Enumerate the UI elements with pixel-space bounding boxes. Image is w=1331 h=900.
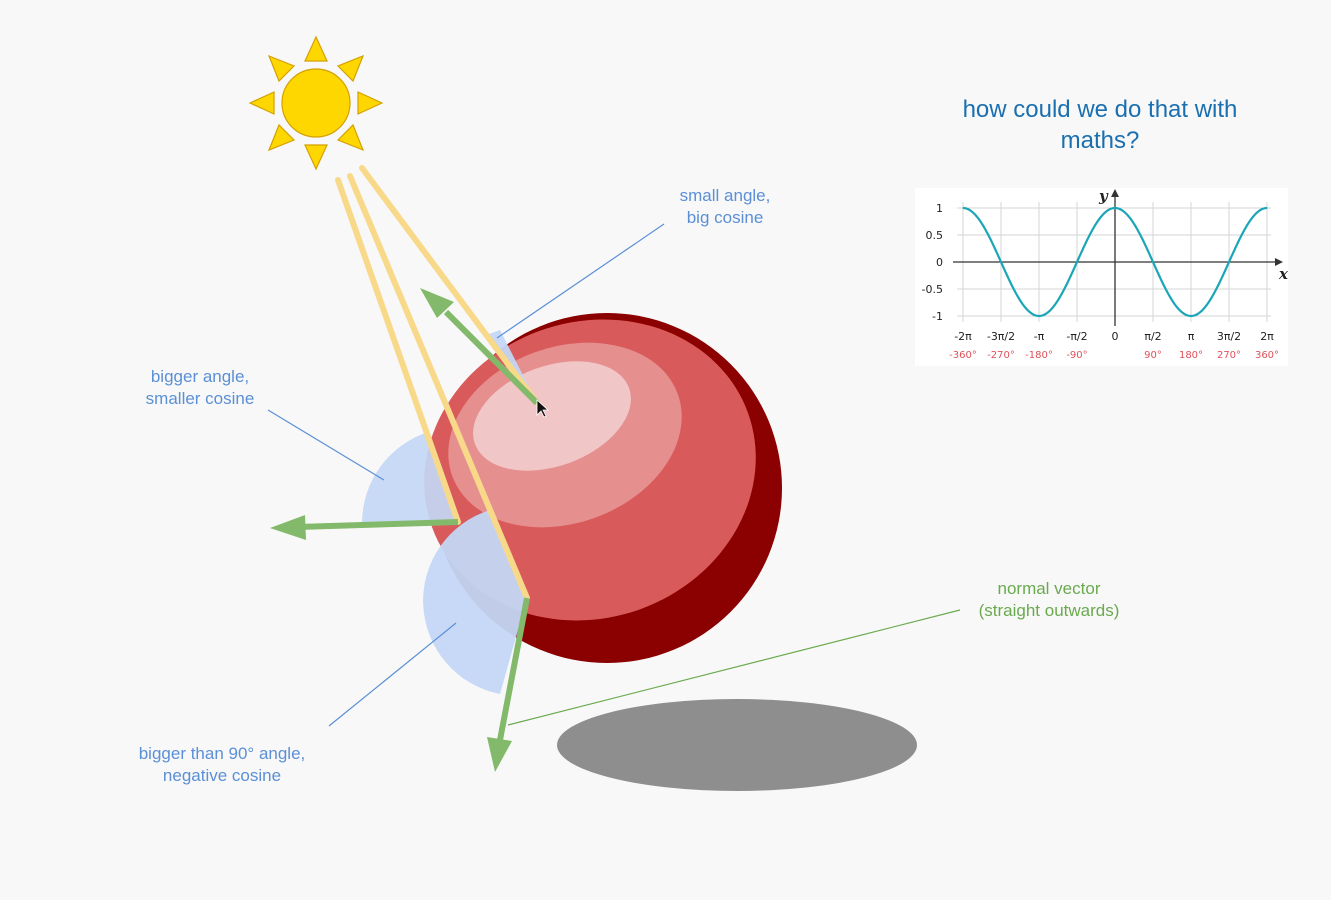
x-tick-label: 2π: [1260, 330, 1274, 343]
normal-arrowhead: [420, 288, 454, 318]
curve-point: [1133, 223, 1135, 225]
x-tick-degree-label: 180°: [1179, 350, 1203, 361]
x-tick-degree-label: 270°: [1217, 350, 1241, 361]
chart-points: [962, 207, 1268, 317]
light-rays: [335, 165, 540, 601]
x-tick-degree-label: -360°: [949, 350, 977, 361]
curve-point: [1171, 299, 1173, 301]
y-tick-label: 1: [936, 202, 943, 215]
curve-point: [1114, 207, 1116, 209]
x-axis-label: x: [1278, 265, 1288, 283]
curve-point: [1190, 315, 1192, 317]
light-ray: [347, 173, 530, 601]
x-tick-label: -π/2: [1066, 330, 1087, 343]
curve-point: [1266, 207, 1268, 209]
label-bigger-angle: bigger angle,smaller cosine: [145, 367, 255, 408]
y-tick-label: -1: [932, 310, 943, 323]
x-tick-label: π: [1188, 330, 1195, 343]
y-axis-label: y: [1098, 188, 1109, 205]
curve-point: [1019, 299, 1021, 301]
label-normal-vector: normal vector(straight outwards): [978, 579, 1120, 620]
x-tick-label: -2π: [954, 330, 972, 343]
y-axis-arrow: [1111, 189, 1119, 197]
angle-wedge-negative: [423, 510, 527, 694]
normal-vectors: [270, 288, 540, 772]
x-tick-degree-label: -90°: [1066, 350, 1087, 361]
chart-ticks: 1 0.5 0 -0.5 -1 -2π -360° -3π/2 -270° -π -180° -π/2…: [922, 202, 1280, 361]
curve-point: [1038, 315, 1040, 317]
normal-arrowhead: [487, 737, 512, 772]
light-ray: [359, 165, 540, 406]
x-tick-label: -π: [1034, 330, 1045, 343]
x-tick-degree-label: -180°: [1025, 350, 1053, 361]
cosine-chart: xy 10.50-0.5-1-2π-360°-3π/2-270°-π-180°-…: [915, 188, 1288, 366]
light-ray: [335, 177, 461, 525]
normal-arrowhead: [270, 515, 306, 540]
curve-point: [981, 223, 983, 225]
chart-axes: xy: [953, 188, 1288, 326]
curve-point: [1247, 223, 1249, 225]
x-axis-arrow: [1275, 258, 1283, 266]
label-small-angle: small angle,big cosine: [679, 186, 771, 227]
curve-point: [1209, 299, 1211, 301]
x-tick-degree-label: 360°: [1255, 350, 1279, 361]
label-connectors: [267, 223, 961, 727]
curve-point: [1000, 261, 1002, 263]
curve-point: [962, 207, 964, 209]
sphere-shadow: [557, 699, 917, 791]
cursor-icon: [536, 399, 550, 418]
x-tick-label: π/2: [1144, 330, 1161, 343]
x-tick-label: 0: [1112, 330, 1119, 343]
y-tick-label: -0.5: [922, 283, 943, 296]
y-tick-label: 0: [936, 256, 943, 269]
x-tick-label: 3π/2: [1217, 330, 1241, 343]
curve-point: [1228, 261, 1230, 263]
y-tick-label: 0.5: [926, 229, 944, 242]
x-tick-degree-label: -270°: [987, 350, 1015, 361]
curve-point: [1057, 299, 1059, 301]
curve-point: [1076, 261, 1078, 263]
label-bigger-than-90: bigger than 90° angle,negative cosine: [138, 744, 306, 785]
curve-point: [1152, 261, 1154, 263]
curve-point: [1095, 223, 1097, 225]
x-tick-label: -3π/2: [987, 330, 1015, 343]
x-tick-degree-label: 90°: [1144, 350, 1162, 361]
sun-icon: [248, 35, 384, 171]
